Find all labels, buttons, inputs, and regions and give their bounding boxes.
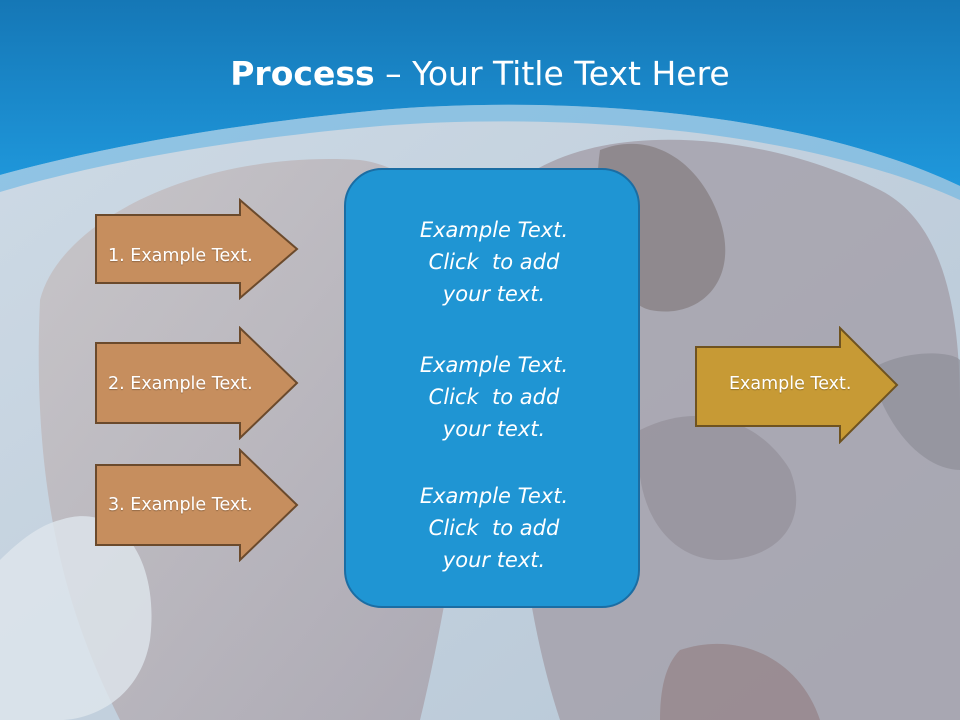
input-arrow-2[interactable] <box>94 326 300 440</box>
title-rest: – Your Title Text Here <box>374 54 730 93</box>
input-arrow-3[interactable] <box>94 448 300 562</box>
input-arrow-3-label: 3. Example Text. <box>108 495 253 515</box>
process-panel[interactable]: Example Text. Click to add your text. Ex… <box>344 168 640 608</box>
input-arrow-2-label: 2. Example Text. <box>108 374 253 394</box>
panel-text-1: Example Text. Click to add your text. <box>419 218 569 306</box>
input-arrow-1-label: 1. Example Text. <box>108 246 253 266</box>
slide-title[interactable]: Process – Your Title Text Here <box>0 52 960 96</box>
output-arrow-label: Example Text. <box>729 374 852 394</box>
title-bold: Process <box>230 54 375 93</box>
panel-text-3: Example Text. Click to add your text. <box>419 484 569 572</box>
input-arrow-1[interactable] <box>94 198 300 300</box>
output-arrow[interactable] <box>694 326 900 444</box>
panel-text-2: Example Text. Click to add your text. <box>419 353 569 441</box>
